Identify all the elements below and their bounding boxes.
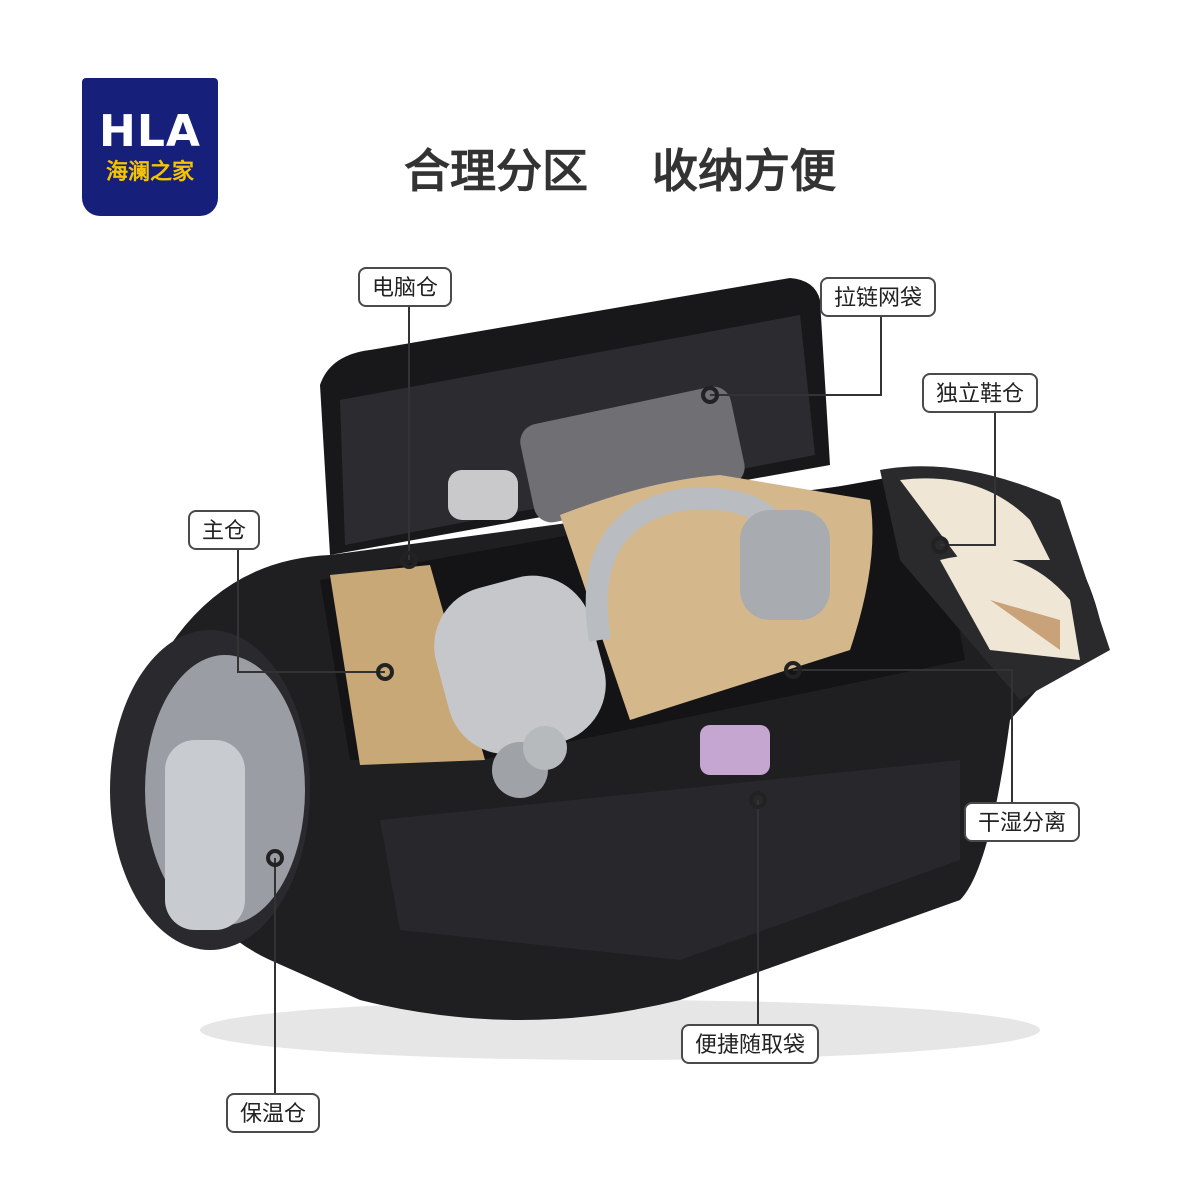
label-dry-wet-separation: 干湿分离 [964,802,1081,842]
hla-logo: HLA 海澜之家 [82,78,218,216]
label-insulated-compartment: 保温仓 [226,1093,321,1133]
label-laptop-compartment: 电脑仓 [358,267,453,307]
headline: 合理分区 收纳方便 [403,144,837,198]
label-zip-mesh-pocket: 拉链网袋 [820,277,937,317]
logo-subtext: 海澜之家 [105,160,194,185]
label-quick-access-pocket: 便捷随取袋 [681,1024,820,1064]
label-shoe-compartment: 独立鞋仓 [922,373,1039,413]
label-main-compartment: 主仓 [188,510,261,550]
logo-text: HLA [99,106,201,157]
